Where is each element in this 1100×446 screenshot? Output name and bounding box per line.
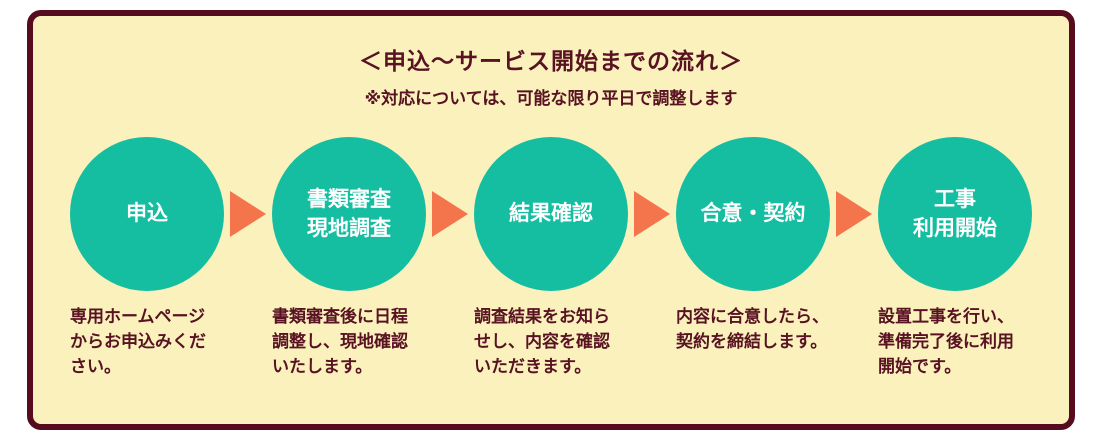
- arrow-right-triangle: [230, 191, 266, 237]
- step-agreement-contract: 合意・契約 内容に合意したら、 契約を締結します。: [676, 137, 830, 355]
- arrow-right-triangle: [836, 191, 872, 237]
- arrow-right-triangle: [432, 191, 468, 237]
- flow-header: ＜申込～サービス開始までの流れ＞ ※対応については、可能な限り平日で調整します: [33, 42, 1069, 109]
- flow-panel: ＜申込～サービス開始までの流れ＞ ※対応については、可能な限り平日で調整します …: [27, 10, 1075, 430]
- step-document-review-description: 書類審査後に日程 調整し、現地確認 いたします。: [272, 307, 408, 376]
- arrow-right-icon: [628, 191, 676, 237]
- arrow-right-icon: [426, 191, 474, 237]
- step-application-description: 専用ホームページ からお申込みくだ さい。: [70, 307, 206, 376]
- arrow-right-icon: [830, 191, 878, 237]
- arrow-right-icon: [224, 191, 272, 237]
- flow-steps: 申込 専用ホームページ からお申込みくだ さい。 書類審査 現地調査 書類審査後…: [33, 137, 1069, 380]
- step-construction-start: 工事 利用開始 設置工事を行い、 準備完了後に利用 開始です。: [878, 137, 1032, 380]
- step-result-confirmation: 結果確認 調査結果をお知ら せし、内容を確認 いただきます。: [474, 137, 628, 380]
- step-construction-start-circle: 工事 利用開始: [878, 137, 1032, 291]
- step-document-review: 書類審査 現地調査 書類審査後に日程 調整し、現地確認 いたします。: [272, 137, 426, 380]
- arrow-right-triangle: [634, 191, 670, 237]
- step-agreement-contract-description: 内容に合意したら、 契約を締結します。: [676, 307, 829, 351]
- step-result-confirmation-description: 調査結果をお知ら せし、内容を確認 いただきます。: [474, 307, 610, 376]
- flow-title: ＜申込～サービス開始までの流れ＞: [359, 48, 743, 74]
- step-result-confirmation-circle: 結果確認: [474, 137, 628, 291]
- step-application: 申込 専用ホームページ からお申込みくだ さい。: [70, 137, 224, 380]
- step-document-review-circle: 書類審査 現地調査: [272, 137, 426, 291]
- step-construction-start-description: 設置工事を行い、 準備完了後に利用 開始です。: [878, 307, 1014, 376]
- flow-subtitle: ※対応については、可能な限り平日で調整します: [364, 89, 738, 108]
- step-agreement-contract-circle: 合意・契約: [676, 137, 830, 291]
- step-application-circle: 申込: [70, 137, 224, 291]
